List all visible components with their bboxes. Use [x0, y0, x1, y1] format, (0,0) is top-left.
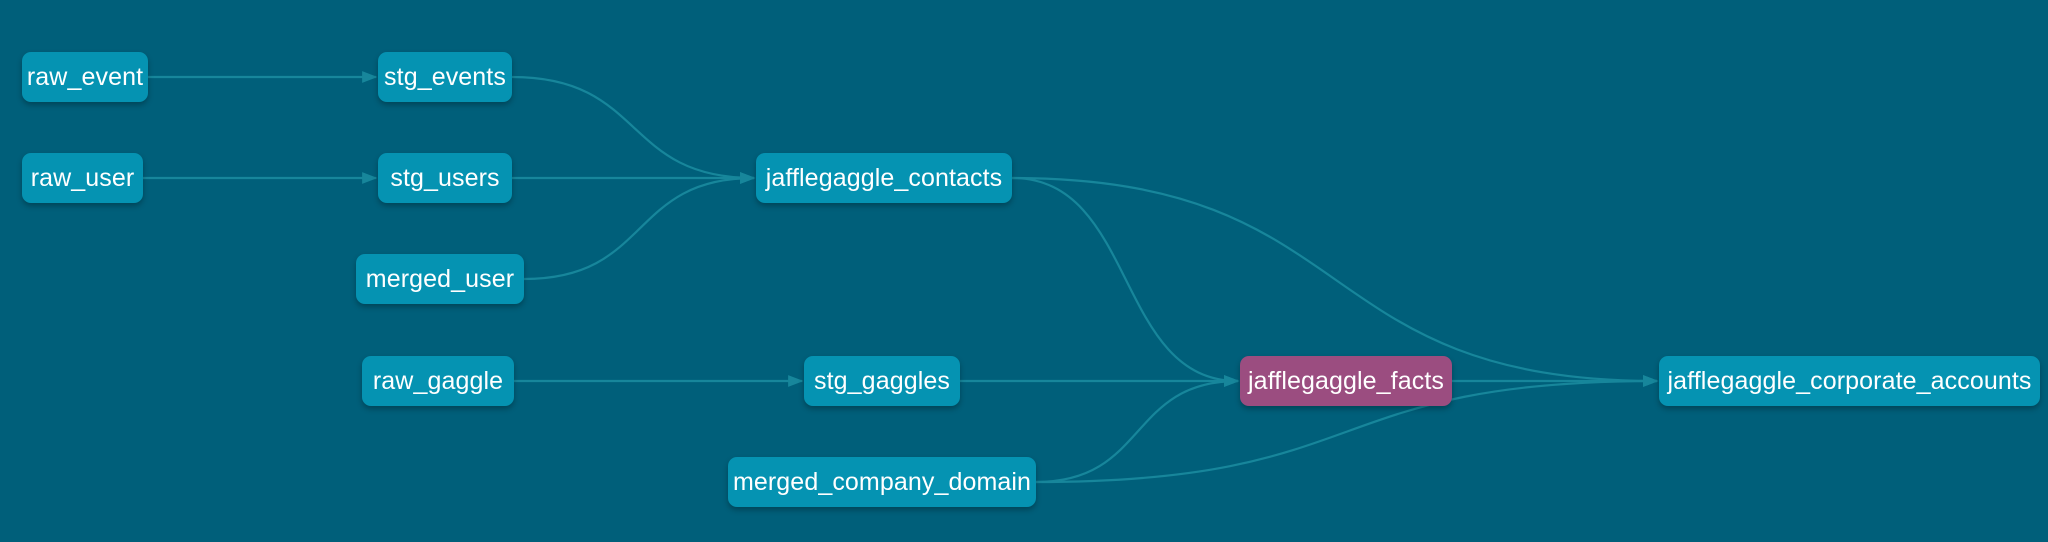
edge-merged_company_domain-to-jafflegaggle_facts — [1035, 375, 1240, 484]
node-label: raw_event — [26, 62, 144, 91]
node-label: jafflegaggle_contacts — [765, 163, 1003, 192]
edge-jafflegaggle_contacts-to-jafflegaggle_corporate_accounts — [1011, 176, 1659, 387]
node-merged_user[interactable]: merged_user — [356, 254, 524, 304]
node-stg_gaggles[interactable]: stg_gaggles — [804, 356, 960, 406]
edge-merged_user-to-jafflegaggle_contacts — [523, 172, 756, 281]
node-label: stg_events — [384, 62, 506, 91]
node-label: merged_user — [365, 264, 515, 293]
node-label: jafflegaggle_corporate_accounts — [1667, 366, 2032, 395]
node-label: jafflegaggle_facts — [1248, 366, 1444, 395]
node-label: stg_users — [390, 163, 500, 192]
node-merged_company_domain[interactable]: merged_company_domain — [728, 457, 1036, 507]
edge-jafflegaggle_contacts-to-jafflegaggle_facts — [1011, 176, 1240, 387]
node-label: merged_company_domain — [732, 467, 1032, 496]
node-stg_users[interactable]: stg_users — [378, 153, 512, 203]
node-jafflegaggle_corporate_accounts[interactable]: jafflegaggle_corporate_accounts — [1659, 356, 2040, 406]
node-label: stg_gaggles — [814, 366, 950, 395]
node-raw_gaggle[interactable]: raw_gaggle — [362, 356, 514, 406]
node-raw_user[interactable]: raw_user — [22, 153, 143, 203]
node-label: raw_gaggle — [372, 366, 504, 395]
node-label: raw_user — [30, 163, 135, 192]
node-stg_events[interactable]: stg_events — [378, 52, 512, 102]
edge-stg_events-to-jafflegaggle_contacts — [511, 75, 756, 184]
node-raw_event[interactable]: raw_event — [22, 52, 148, 102]
node-jafflegaggle_contacts[interactable]: jafflegaggle_contacts — [756, 153, 1012, 203]
node-jafflegaggle_facts[interactable]: jafflegaggle_facts — [1240, 356, 1452, 406]
